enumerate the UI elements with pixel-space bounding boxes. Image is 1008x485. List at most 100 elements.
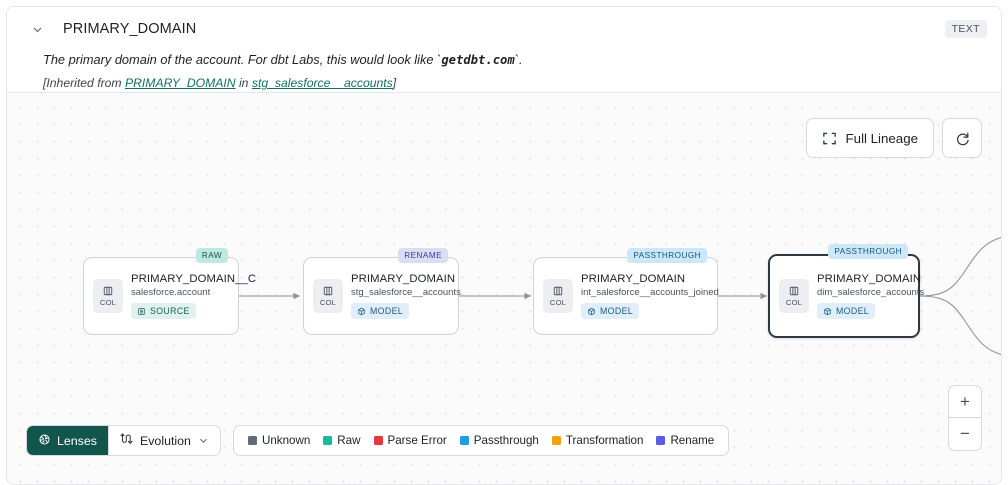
- page-title: PRIMARY_DOMAIN: [63, 21, 197, 37]
- panel-header: PRIMARY_DOMAIN TEXT The primary domain o…: [7, 7, 1001, 92]
- node-tag: PASSTHROUGH: [828, 244, 908, 259]
- lineage-node[interactable]: RAW COL PRIMARY_DOMAIN__C salesforce.acc…: [83, 248, 256, 335]
- zoom-in-button[interactable]: +: [949, 386, 981, 418]
- node-body: PRIMARY_DOMAIN int_salesforce__accounts_…: [581, 273, 719, 319]
- legend-label: Parse Error: [387, 434, 447, 447]
- canvas-toolbar: Full Lineage: [805, 118, 982, 158]
- source-table-icon: [137, 307, 146, 316]
- column-type-label: COL: [785, 298, 803, 307]
- legend-swatch: [247, 436, 257, 445]
- node-title: PRIMARY_DOMAIN__C: [131, 273, 257, 285]
- column-description: The primary domain of the account. For d…: [43, 51, 987, 68]
- inherited-middle: in: [235, 76, 252, 91]
- expand-frame-icon: [822, 131, 837, 146]
- canvas-bottom-bar: Lenses Evolution U: [26, 425, 730, 456]
- node-kind-label: SOURCE: [150, 306, 190, 316]
- node-subtitle: int_salesforce__accounts_joined: [581, 287, 719, 298]
- legend-label: Passthrough: [473, 434, 539, 447]
- inherited-column-link[interactable]: PRIMARY_DOMAIN: [124, 76, 236, 91]
- legend-swatch: [551, 436, 561, 445]
- node-tag: PASSTHROUGH: [627, 248, 707, 263]
- legend-item-passthrough: Passthrough: [459, 434, 539, 447]
- legend-label: Rename: [670, 434, 715, 447]
- lenses-label: Lenses: [57, 433, 97, 448]
- node-kind-label: MODEL: [600, 306, 634, 316]
- node-title: PRIMARY_DOMAIN: [581, 273, 686, 285]
- node-body: PRIMARY_DOMAIN__C salesforce.account SOU…: [131, 273, 256, 319]
- model-cube-icon: [587, 307, 596, 316]
- lineage-node[interactable]: RENAME COL PRIMARY_DOMAIN stg_salesforce…: [303, 248, 461, 335]
- node-tag: RAW: [195, 248, 228, 263]
- inherited-from-line: [Inherited from PRIMARY_DOMAIN in stg_sa…: [43, 76, 987, 90]
- description-suffix: `.: [514, 52, 523, 67]
- lenses-button[interactable]: Lenses: [27, 426, 108, 455]
- node-subtitle: dim_salesforce_accounts: [817, 287, 925, 298]
- refresh-button[interactable]: [942, 118, 982, 158]
- inherited-model-link[interactable]: stg_salesforce__accounts: [251, 76, 393, 91]
- node-kind-badge: MODEL: [817, 303, 876, 319]
- zoom-controls: + −: [948, 385, 982, 451]
- legend-swatch: [323, 436, 333, 445]
- full-lineage-label: Full Lineage: [845, 130, 918, 146]
- node-kind-badge: SOURCE: [131, 303, 196, 319]
- zoom-out-button[interactable]: −: [960, 424, 970, 443]
- lineage-canvas[interactable]: Full Lineage + − RAW: [7, 92, 1001, 484]
- lens-aperture-icon: [38, 433, 51, 449]
- legend-label: Unknown: [261, 434, 311, 447]
- lineage-node-selected[interactable]: PASSTHROUGH COL PRIMARY_DOMAIN dim_sales…: [768, 244, 924, 338]
- column-type-badge: COL: [313, 279, 343, 313]
- legend-item-rename: Rename: [656, 434, 714, 447]
- inherited-suffix: ]: [392, 76, 397, 91]
- column-icon: [788, 285, 800, 297]
- legend-swatch: [459, 436, 469, 445]
- legend-item-transformation: Transformation: [551, 434, 644, 447]
- column-type-label: COL: [549, 298, 567, 307]
- chevron-down-icon: [198, 435, 209, 446]
- model-cube-icon: [823, 307, 832, 316]
- lenses-control-group: Lenses Evolution: [26, 425, 221, 456]
- node-body: PRIMARY_DOMAIN stg_salesforce__accounts …: [351, 273, 461, 319]
- description-code: getdbt.com: [441, 53, 515, 67]
- node-title: PRIMARY_DOMAIN: [351, 273, 456, 285]
- column-type-badge: COL: [543, 279, 573, 313]
- column-detail-panel: PRIMARY_DOMAIN TEXT The primary domain o…: [6, 6, 1002, 485]
- edge-out-upper: [919, 237, 1001, 297]
- node-kind-badge: MODEL: [351, 303, 410, 319]
- legend-swatch: [656, 436, 666, 445]
- legend-item-unknown: Unknown: [247, 434, 311, 447]
- node-kind-label: MODEL: [370, 306, 404, 316]
- node-tag: RENAME: [398, 248, 448, 263]
- node-subtitle: salesforce.account: [131, 287, 211, 298]
- lineage-legend: Unknown Raw Parse Error Passthrough: [232, 425, 730, 456]
- node-kind-badge: MODEL: [581, 303, 640, 319]
- column-type-label: COL: [319, 298, 337, 307]
- evolution-dropdown[interactable]: Evolution: [107, 426, 220, 455]
- node-body: PRIMARY_DOMAIN dim_salesforce_accounts M…: [817, 273, 924, 319]
- edge-out-lower: [919, 295, 1001, 355]
- column-icon: [552, 285, 564, 297]
- node-kind-label: MODEL: [836, 306, 870, 316]
- node-title: PRIMARY_DOMAIN: [817, 273, 922, 285]
- column-type-badge: COL: [93, 279, 123, 313]
- status-badge: TEXT: [944, 20, 987, 38]
- inherited-prefix: [Inherited from: [43, 76, 125, 91]
- description-prefix: The primary domain of the account. For d…: [43, 52, 442, 67]
- model-cube-icon: [357, 307, 366, 316]
- column-type-label: COL: [99, 298, 117, 307]
- column-type-badge: COL: [779, 279, 809, 313]
- lineage-node[interactable]: PASSTHROUGH COL PRIMARY_DOMAIN int_sales…: [533, 248, 719, 335]
- full-lineage-button[interactable]: Full Lineage: [805, 118, 934, 158]
- chevron-down-icon[interactable]: [30, 22, 44, 36]
- header-title-row: PRIMARY_DOMAIN: [21, 17, 987, 41]
- evolution-label: Evolution: [139, 433, 191, 448]
- evolution-flow-icon: [119, 432, 133, 449]
- column-icon: [102, 285, 114, 297]
- legend-item-raw: Raw: [323, 434, 361, 447]
- legend-item-parse-error: Parse Error: [373, 434, 447, 447]
- legend-label: Raw: [337, 434, 361, 447]
- node-subtitle: stg_salesforce__accounts: [351, 287, 461, 298]
- legend-label: Transformation: [565, 434, 644, 447]
- refresh-icon: [954, 130, 971, 147]
- column-icon: [322, 285, 334, 297]
